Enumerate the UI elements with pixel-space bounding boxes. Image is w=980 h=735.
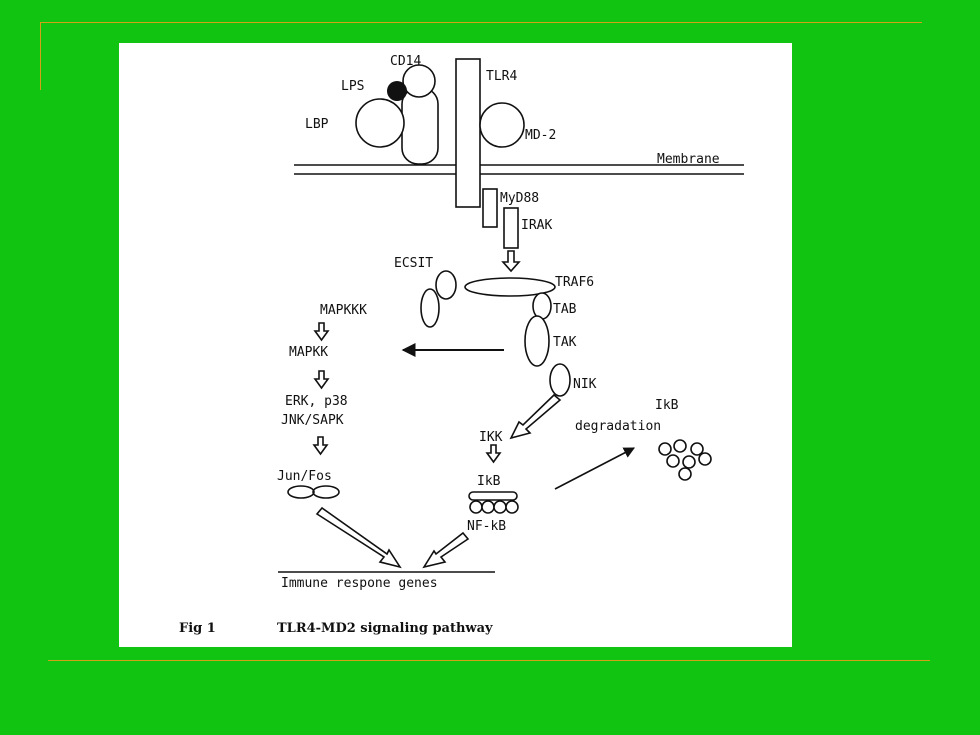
lbp-circle bbox=[355, 98, 405, 148]
label-erk: ERK, p38 bbox=[285, 394, 348, 409]
traf6-ellipse bbox=[464, 277, 556, 297]
label-ikb-degradation-1: IkB bbox=[655, 398, 679, 413]
nik-ellipse bbox=[549, 363, 571, 397]
bottom-rule bbox=[48, 660, 930, 661]
nfkb-circle-4 bbox=[505, 500, 519, 514]
label-md2: MD-2 bbox=[525, 128, 556, 143]
label-tak: TAK bbox=[553, 335, 577, 350]
label-lps: LPS bbox=[341, 79, 364, 94]
cd14-head bbox=[402, 64, 436, 98]
label-irak: IRAK bbox=[521, 218, 552, 233]
hollow-arrow-irak-traf6 bbox=[501, 250, 521, 273]
hollow-arrow-nik-ikk bbox=[509, 393, 562, 440]
label-jun-fos: Jun/Fos bbox=[277, 469, 332, 484]
jun-fos-left-ring bbox=[287, 485, 315, 499]
hollow-arrow-nfkb-genes bbox=[422, 531, 470, 569]
md2-circle bbox=[479, 102, 525, 148]
label-nfkb: NF-kB bbox=[467, 519, 506, 534]
fragment-3 bbox=[690, 442, 704, 456]
fragment-4 bbox=[666, 454, 680, 468]
mapkkk-ellipse bbox=[420, 288, 440, 328]
cd14-rod bbox=[401, 87, 439, 165]
ikb-bar bbox=[468, 491, 518, 501]
label-tlr4: TLR4 bbox=[486, 69, 517, 84]
nfkb-circle-1 bbox=[469, 500, 483, 514]
fragment-5 bbox=[682, 455, 696, 469]
label-ikk: IKK bbox=[479, 430, 503, 445]
label-lbp: LBP bbox=[305, 117, 329, 132]
label-tab: TAB bbox=[553, 302, 577, 317]
fragment-1 bbox=[658, 442, 672, 456]
left-rule bbox=[40, 22, 41, 90]
label-mapkk: MAPKK bbox=[289, 345, 328, 360]
label-nik: NIK bbox=[573, 377, 597, 392]
nfkb-circle-2 bbox=[481, 500, 495, 514]
tab-ellipse bbox=[532, 292, 552, 320]
hollow-arrow-jun-genes bbox=[315, 506, 402, 569]
tak-ellipse bbox=[524, 315, 550, 367]
figure-panel: CD14 LPS TLR4 LBP MD-2 Membrane MyD88 IR… bbox=[119, 43, 792, 647]
fragment-7 bbox=[678, 467, 692, 481]
label-mapkkk: MAPKKK bbox=[320, 303, 367, 318]
label-ecsit: ECSIT bbox=[394, 256, 433, 271]
label-myd88: MyD88 bbox=[500, 191, 539, 206]
fragment-6 bbox=[698, 452, 712, 466]
label-ikb-degradation-2: degradation bbox=[575, 419, 661, 434]
jun-fos-right-ring bbox=[312, 485, 340, 499]
label-traf6: TRAF6 bbox=[555, 275, 594, 290]
label-jnk: JNK/SAPK bbox=[281, 413, 344, 428]
pathway-diagram: CD14 LPS TLR4 LBP MD-2 Membrane MyD88 IR… bbox=[179, 54, 744, 636]
label-cd14: CD14 bbox=[390, 54, 421, 69]
caption-fig-number: Fig 1 bbox=[179, 621, 216, 636]
arrow-ikb-degradation bbox=[554, 447, 635, 490]
caption-title: TLR4-MD2 signaling pathway bbox=[277, 621, 493, 636]
hollow-arrow-ikk-ikb bbox=[485, 444, 502, 464]
myd88-box bbox=[482, 188, 498, 228]
irak-box bbox=[503, 207, 519, 249]
top-rule bbox=[40, 22, 922, 23]
lps-dot bbox=[387, 81, 407, 101]
hollow-arrow-mapkk-erk bbox=[313, 370, 330, 390]
fragment-2 bbox=[673, 439, 687, 453]
hollow-arrow-jnk-jun bbox=[312, 436, 329, 456]
nfkb-circle-3 bbox=[493, 500, 507, 514]
label-genes: Immune respone genes bbox=[281, 576, 438, 591]
tlr4-receptor bbox=[455, 58, 481, 208]
hollow-arrow-mapkkk-mapkk bbox=[313, 322, 330, 342]
label-ikb: IkB bbox=[477, 474, 501, 489]
label-membrane: Membrane bbox=[657, 152, 720, 167]
ecsit-ellipse bbox=[435, 270, 457, 300]
